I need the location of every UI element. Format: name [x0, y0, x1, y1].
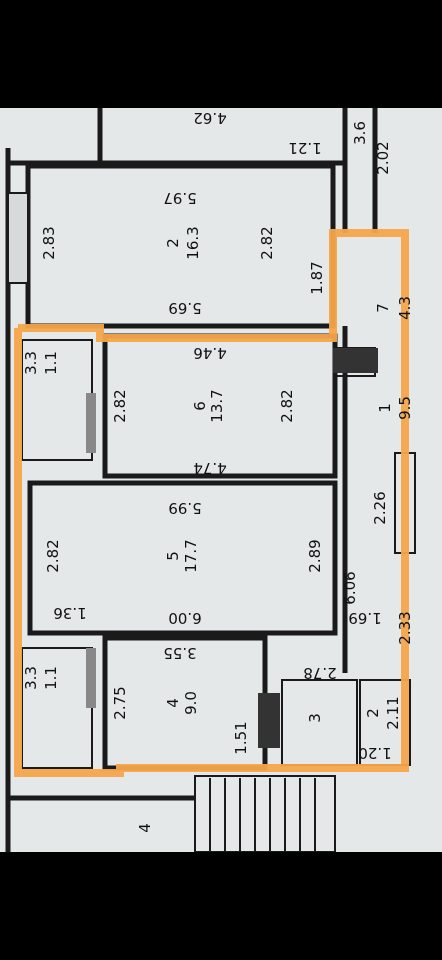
room-1-area: 9.5	[396, 396, 414, 420]
corridor-dim: 1.69	[348, 609, 381, 627]
hall-dim: 1.36	[53, 604, 86, 622]
room-5-area: 17.7	[182, 539, 200, 572]
top-mid-dim: 1.21	[288, 139, 321, 157]
apartment-outline	[14, 229, 409, 777]
room-3-width-dim: 2.78	[303, 664, 336, 682]
room-5-extra-dim: 6.06	[341, 571, 359, 604]
room-6-bottom-dim: 4.74	[193, 459, 226, 477]
floor-plan-svg: 5.97 5.69 2.83 2.82 2 16.3 1.87 4.46 4.7…	[0, 108, 442, 852]
room-2-right-dim: 2.82	[258, 226, 276, 259]
room-1-number: 1	[376, 403, 394, 413]
balcony-door-1	[86, 393, 96, 453]
top-left-dim: 4.62	[193, 109, 226, 127]
room-6-right-dim: 2.82	[278, 389, 296, 422]
room-5-outline	[27, 480, 338, 636]
balcony-1-label-a: 3.3	[22, 351, 40, 375]
staircase	[194, 775, 336, 852]
room-6-top-dim: 4.46	[193, 344, 226, 362]
room-2-area: 16.3	[184, 226, 202, 259]
balcony-1-label-b: 1.1	[42, 351, 60, 375]
stove	[258, 693, 280, 748]
room-2-side-dim: 1.87	[308, 261, 326, 294]
room-6-area: 13.7	[208, 389, 226, 422]
corridor-dim-2: 2.33	[396, 611, 414, 644]
balcony-door-2	[86, 648, 96, 708]
balcony-2-label-b: 1.1	[42, 666, 60, 690]
room-2b-width-dim: 1.20	[358, 744, 391, 762]
stair-steps	[209, 778, 316, 852]
room-4-number: 4	[164, 698, 182, 708]
balcony-2-label-a: 3.3	[22, 666, 40, 690]
window-left-1	[7, 192, 29, 284]
room-2-top-dim: 5.97	[163, 189, 196, 207]
bottom-left-dim: 4	[136, 823, 154, 833]
room-5-left-dim: 2.82	[44, 539, 62, 572]
room-2-left-dim: 2.83	[40, 226, 58, 259]
room-6-left-dim: 2.82	[111, 389, 129, 422]
room-4-left-dim: 2.75	[111, 686, 129, 719]
floor-plan: 5.97 5.69 2.83 2.82 2 16.3 1.87 4.46 4.7…	[0, 108, 442, 852]
room-7-area: 4.3	[396, 296, 414, 320]
room-2b-number: 2	[364, 708, 382, 718]
room-1-height-dim: 2.26	[371, 491, 389, 524]
room-2b-height-dim: 2.11	[384, 696, 402, 729]
room-4-top-dim: 3.55	[163, 644, 196, 662]
room-4-area: 9.0	[182, 691, 200, 715]
top-right-dim: 3.6	[351, 121, 369, 145]
sink-block	[333, 348, 378, 373]
room-2-number: 2	[164, 238, 182, 248]
room-5-top-dim: 5.99	[168, 499, 201, 517]
room-5-number: 5	[164, 551, 182, 561]
room-6-number: 6	[191, 401, 209, 411]
room-7-height-dim: 2.02	[374, 141, 392, 174]
room-5-right-dim: 2.89	[306, 539, 324, 572]
room-5-bottom-dim: 6.00	[168, 609, 201, 627]
room-4-inner-dim: 1.51	[232, 721, 250, 754]
room-2-bottom-dim: 5.69	[168, 299, 201, 317]
room-7-number: 7	[374, 303, 392, 313]
room-3-number: 3	[306, 713, 324, 723]
